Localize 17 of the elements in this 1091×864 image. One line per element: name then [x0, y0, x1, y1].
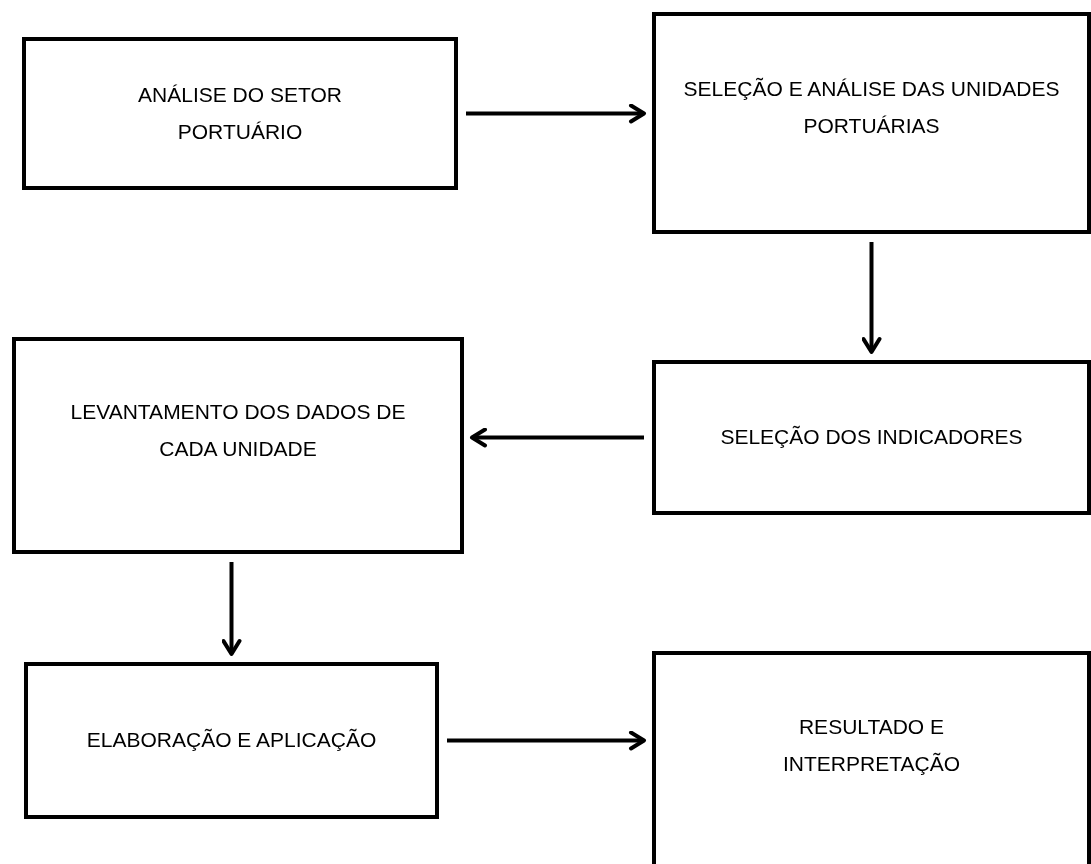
arrow [221, 562, 242, 656]
arrow [466, 103, 646, 124]
box-label: ELABORAÇÃO E APLICAÇÃO [86, 727, 377, 754]
process-box [652, 12, 1091, 234]
box-label: SELEÇÃO DOS INDICADORES [720, 424, 1023, 451]
box-label: ANÁLISE DO SETOR PORTUÁRIO [137, 81, 343, 145]
box-label: LEVANTAMENTO DOS DADOS DE CADA UNIDADE [69, 398, 407, 462]
box-label: SELEÇÃO E ANÁLISE DAS UNIDADES PORTUÁRIAS [682, 76, 1061, 139]
process-box [24, 662, 439, 819]
arrow [470, 427, 644, 448]
process-box [652, 360, 1091, 515]
process-box [22, 37, 458, 190]
process-box [652, 651, 1091, 864]
box-label: RESULTADO E INTERPRETAÇÃO [782, 714, 961, 777]
arrow [861, 242, 882, 354]
process-box [12, 337, 464, 554]
arrow [447, 730, 646, 751]
